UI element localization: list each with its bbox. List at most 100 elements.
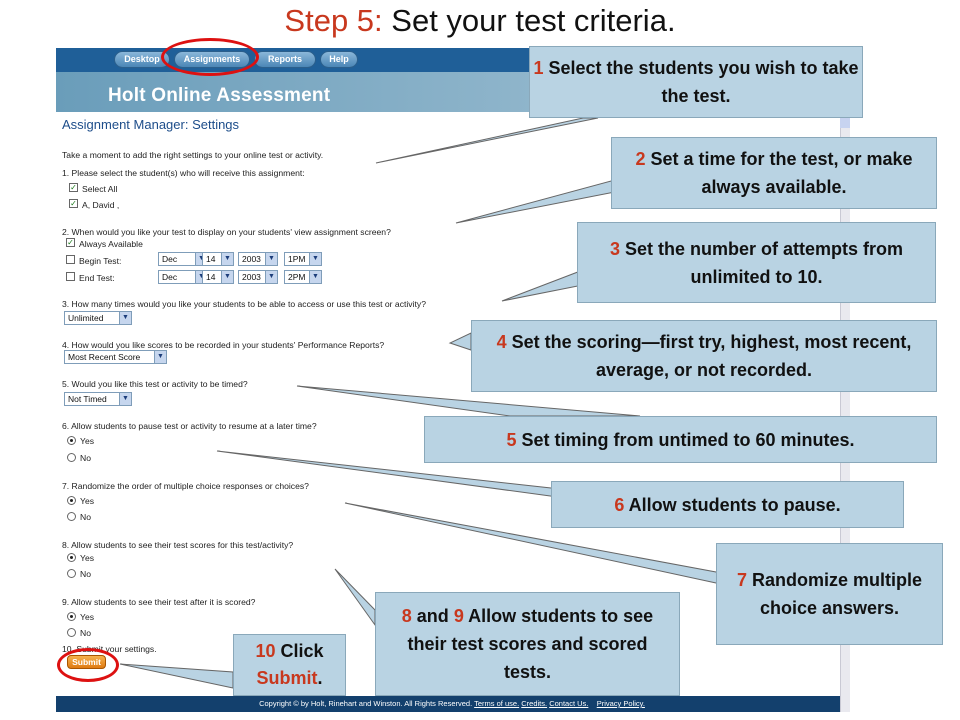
highlight-ring-submit <box>57 648 119 682</box>
callout-7-num: 7 <box>736 570 747 590</box>
question-5: 5. Would you like this test or activity … <box>62 379 248 389</box>
callout-5-text: 5 Set timing from untimed to 60 minutes. <box>506 426 854 454</box>
chevron-down-icon: ▼ <box>119 393 131 405</box>
callout-7-text: 7 Randomize multiple choice answers. <box>717 566 942 622</box>
randomize-yes-label: Yes <box>80 496 95 506</box>
end-test-checkbox[interactable] <box>66 272 75 281</box>
page-title: Assignment Manager: Settings <box>62 117 240 132</box>
chevron-down-icon: ▼ <box>265 253 277 265</box>
timing-value: Not Timed <box>68 394 107 404</box>
callout-6-text: 6 Allow students to pause. <box>614 491 840 519</box>
timing-select[interactable]: Not Timed ▼ <box>64 392 132 406</box>
begin-test-checkbox[interactable] <box>66 255 75 264</box>
scoring-value: Most Recent Score <box>68 352 141 362</box>
begin-test-label: Begin Test: <box>79 256 122 266</box>
question-10: 10. Submit your settings. <box>62 644 157 654</box>
question-4: 4. How would you like scores to be recor… <box>62 340 385 350</box>
see-test-yes-radio[interactable] <box>67 612 76 621</box>
footer-credits-link[interactable]: Credits. <box>521 699 548 708</box>
scoring-select[interactable]: Most Recent Score ▼ <box>64 350 167 364</box>
begin-year-select[interactable]: 2003 ▼ <box>238 252 278 266</box>
callout-1-text: 1 Select the students you wish to take t… <box>530 54 862 110</box>
callout-1-body: Select the students you wish to take the… <box>543 58 859 106</box>
attempts-value: Unlimited <box>68 313 104 323</box>
callout-3: 3 Set the number of attempts from unlimi… <box>577 222 936 303</box>
callout-10-body: Click <box>275 641 324 661</box>
begin-year-value: 2003 <box>242 254 261 264</box>
attempts-select[interactable]: Unlimited▼ <box>64 311 132 325</box>
question-8: 8. Allow students to see their test scor… <box>62 540 294 550</box>
callout-3-text: 3 Set the number of attempts from unlimi… <box>578 235 935 291</box>
callout-4: 4 Set the scoring—first try, highest, mo… <box>471 320 937 392</box>
student-checkbox[interactable]: ✓ <box>69 199 78 208</box>
callout-8-9: 8 and 9 Allow students to see their test… <box>375 592 680 696</box>
callout-10-num: 10 <box>255 641 276 661</box>
randomize-yes-radio[interactable] <box>67 496 76 505</box>
footer-contact-link[interactable]: Contact Us. <box>549 699 589 708</box>
callout-5: 5 Set timing from untimed to 60 minutes. <box>424 416 937 463</box>
callout-6-num: 6 <box>614 494 625 515</box>
callout-6-body: Allow students to pause. <box>624 494 841 515</box>
begin-time-select[interactable]: 1PM▼ <box>284 252 322 266</box>
callout-5-body: Set timing from untimed to 60 minutes. <box>516 429 855 450</box>
slide-title-step: Step 5: <box>284 3 383 38</box>
begin-day-value: 14 <box>206 254 216 264</box>
see-scores-no-radio[interactable] <box>67 569 76 578</box>
see-scores-no-label: No <box>80 569 91 579</box>
callout-2-text: 2 Set a time for the test, or make alway… <box>612 145 936 201</box>
intro-text: Take a moment to add the right settings … <box>62 150 324 160</box>
question-1: 1. Please select the student(s) who will… <box>62 168 305 178</box>
question-7: 7. Randomize the order of multiple choic… <box>62 481 309 491</box>
end-test-label: End Test: <box>79 273 115 283</box>
begin-month-select[interactable]: Dec▼ <box>158 252 208 266</box>
see-test-yes-label: Yes <box>80 612 95 622</box>
footer-privacy-link[interactable]: Privacy Policy. <box>596 699 645 708</box>
question-3: 3. How many times would you like your st… <box>62 299 426 309</box>
see-test-no-radio[interactable] <box>67 628 76 637</box>
end-day-select[interactable]: 14 ▼ <box>202 270 234 284</box>
callout-10-end: . <box>317 668 323 688</box>
end-month-select[interactable]: Dec▼ <box>158 270 208 284</box>
chevron-down-icon: ▼ <box>265 271 277 283</box>
see-test-no-label: No <box>80 628 91 638</box>
callout-7-body: Randomize multiple choice answers. <box>746 570 923 618</box>
end-year-value: 2003 <box>242 272 261 282</box>
nav-tab-help[interactable]: Help <box>320 51 358 68</box>
footer-terms-link[interactable]: Terms of use. <box>474 699 520 708</box>
nav-tab-reports[interactable]: Reports <box>254 51 316 68</box>
callout-2-body: Set a time for the test, or make always … <box>645 149 913 197</box>
randomize-no-radio[interactable] <box>67 512 76 521</box>
callout-3-body: Set the number of attempts from unlimite… <box>619 238 904 287</box>
pause-yes-radio[interactable] <box>67 436 76 445</box>
callout-4-text: 4 Set the scoring—first try, highest, mo… <box>472 328 936 384</box>
chevron-down-icon: ▼ <box>154 351 166 363</box>
always-available-checkbox[interactable]: ✓ <box>66 238 75 247</box>
chevron-down-icon: ▼ <box>221 271 233 283</box>
chevron-down-icon: ▼ <box>309 271 321 283</box>
callout-1: 1 Select the students you wish to take t… <box>529 46 863 118</box>
end-day-value: 14 <box>206 272 216 282</box>
begin-day-select[interactable]: 14▼ <box>202 252 234 266</box>
end-year-select[interactable]: 2003 ▼ <box>238 270 278 284</box>
slide-title-text: Set your test criteria. <box>382 3 676 38</box>
callout-5-num: 5 <box>506 429 517 450</box>
begin-time-value: 1PM <box>288 254 306 264</box>
select-all-checkbox[interactable]: ✓ <box>69 183 78 192</box>
callout-9-num: 9 <box>453 606 464 626</box>
end-time-select[interactable]: 2PM▼ <box>284 270 322 284</box>
pause-no-radio[interactable] <box>67 453 76 462</box>
begin-month-value: Dec <box>162 254 178 264</box>
callout-3-num: 3 <box>609 238 620 259</box>
callout-4-body: Set the scoring—first try, highest, most… <box>506 332 912 380</box>
callout-8-num: 8 <box>401 606 412 626</box>
callout-10-text: 10 Click Submit. <box>234 638 345 692</box>
randomize-no-label: No <box>80 512 91 522</box>
callout-10-submit: Submit <box>256 668 318 688</box>
question-6: 6. Allow students to pause test or activ… <box>62 421 317 431</box>
callout-8-9-body: Allow students to see their test scores … <box>407 606 654 682</box>
nav-tab-desktop[interactable]: Desktop <box>114 51 170 68</box>
callout-8-9-text: 8 and 9 Allow students to see their test… <box>376 602 679 686</box>
see-scores-yes-radio[interactable] <box>67 553 76 562</box>
callout-10: 10 Click Submit. <box>233 634 346 696</box>
